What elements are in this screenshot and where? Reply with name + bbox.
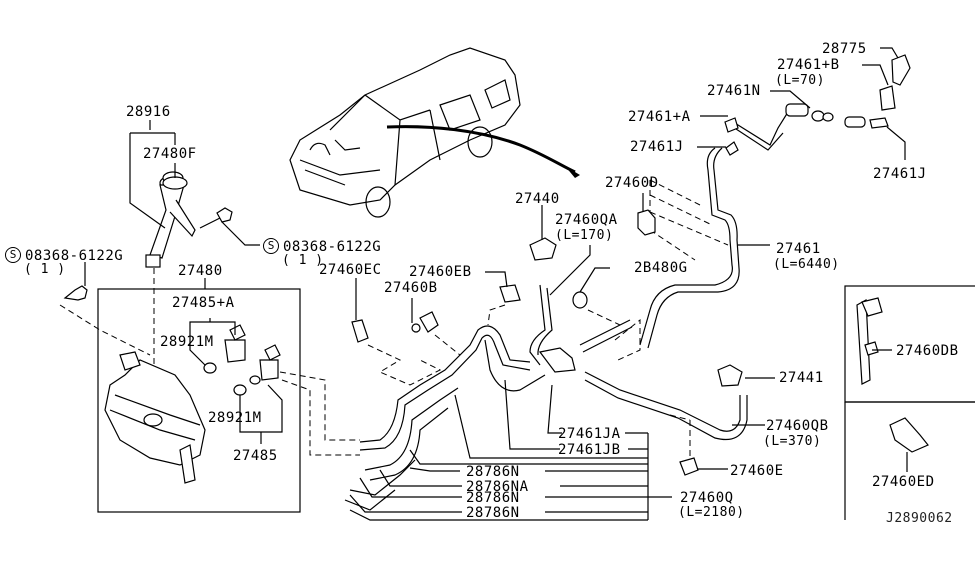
grommet-27460B-shape <box>419 311 439 333</box>
label-27461N[interactable]: 27461N <box>707 83 761 99</box>
length-27460Q: (L=2180) <box>678 505 745 520</box>
clip-27460DB-top <box>861 297 883 317</box>
label-27460B[interactable]: 27460B <box>384 280 438 296</box>
label-27485[interactable]: 27485 <box>233 448 278 464</box>
nozzle-27440-shape <box>529 237 557 261</box>
length-27460QB: (L=370) <box>763 434 822 449</box>
label-28786N-2[interactable]: 28786N <box>466 490 520 506</box>
screw-left-drawing <box>59 262 151 356</box>
grommet-2B480G-shape <box>572 291 588 309</box>
hose-bundle-drawing <box>344 284 748 511</box>
length-27460QA: (L=170) <box>555 228 614 243</box>
label-27460Q[interactable]: 27460Q <box>680 490 734 506</box>
clip-27460DB-bottom <box>864 341 879 356</box>
dash-27460EB <box>487 304 506 326</box>
label-27460E[interactable]: 27460E <box>730 463 784 479</box>
hose-27461-drawing <box>639 147 740 349</box>
dash-2B480G <box>587 309 621 326</box>
label-27441[interactable]: 27441 <box>779 370 824 386</box>
label-2B480G[interactable]: 2B480G <box>634 260 688 276</box>
length-27461-B: (L=70) <box>775 73 825 88</box>
clip-27460ED-shape <box>889 417 929 453</box>
upper-hose-assembly-drawing <box>724 54 911 156</box>
label-28786N-1[interactable]: 28786N <box>466 464 520 480</box>
vehicle-illustration <box>289 47 580 218</box>
grommet-27460B-end <box>411 323 421 333</box>
label-28775[interactable]: 28775 <box>822 41 867 57</box>
leader-28775 <box>880 47 899 59</box>
qty-08368-right: ( 1 ) <box>282 253 324 268</box>
label-27460QB[interactable]: 27460QB <box>766 418 829 434</box>
inset-frame-27460ED <box>844 401 975 520</box>
label-27461-A[interactable]: 27461+A <box>628 109 691 125</box>
label-28786NA[interactable]: 28786NA <box>466 479 529 495</box>
label-27460D[interactable]: 27460D <box>605 175 659 191</box>
screw-symbol-right-icon: S <box>263 238 279 254</box>
label-28921M-lower[interactable]: 28921M <box>208 410 262 426</box>
label-27461J-right[interactable]: 27461J <box>873 166 927 182</box>
screw-symbol-left-icon: S <box>5 247 21 263</box>
label-28786N-3[interactable]: 28786N <box>466 505 520 521</box>
leader-27460EB <box>485 271 508 288</box>
leader-28916 <box>129 120 176 229</box>
label-27461JB[interactable]: 27461JB <box>558 442 621 458</box>
label-28916[interactable]: 28916 <box>126 104 171 120</box>
diagram-id: J2890062 <box>886 511 953 526</box>
label-27460EB[interactable]: 27460EB <box>409 264 472 280</box>
clip-27460D-shape <box>637 209 656 236</box>
dash-27460B <box>434 334 461 356</box>
label-27480[interactable]: 27480 <box>178 263 223 279</box>
leader-27460QA <box>549 245 591 296</box>
leader-27485A <box>189 318 236 366</box>
pump-27485A-drawing <box>203 324 246 374</box>
label-27440[interactable]: 27440 <box>515 191 560 207</box>
label-27461-B[interactable]: 27461+B <box>777 57 840 73</box>
dashed-line-b <box>281 379 360 456</box>
label-27461J-left[interactable]: 27461J <box>630 139 684 155</box>
reservoir-group-frame <box>97 288 301 513</box>
label-27461JA[interactable]: 27461JA <box>558 426 621 442</box>
dashed-line-a <box>279 371 360 441</box>
label-27461[interactable]: 27461 <box>776 241 821 257</box>
nozzle-27441-shape <box>717 364 743 387</box>
leader-27485 <box>239 384 283 444</box>
leader-2B480G <box>579 267 610 293</box>
label-27480F[interactable]: 27480F <box>143 146 197 162</box>
dash-bracket-center <box>614 318 641 361</box>
length-27461: (L=6440) <box>773 257 840 272</box>
label-27485-A[interactable]: 27485+A <box>172 295 235 311</box>
dash-27460EC <box>367 344 442 386</box>
leader-27461N <box>770 90 811 109</box>
dash-27460E <box>669 414 691 458</box>
cap-27480F-shape <box>162 176 188 190</box>
label-27460DB[interactable]: 27460DB <box>896 343 959 359</box>
qty-08368-left: ( 1 ) <box>24 262 66 277</box>
filler-neck-drawing <box>145 171 233 268</box>
label-27460ED[interactable]: 27460ED <box>872 474 935 490</box>
label-27460EC[interactable]: 27460EC <box>319 262 382 278</box>
label-28921M-upper[interactable]: 28921M <box>160 334 214 350</box>
leader-27461J-right <box>886 126 906 160</box>
label-27460QA[interactable]: 27460QA <box>555 212 618 228</box>
leader-bracket-27460Q <box>349 379 672 521</box>
clip-27460EB-shape <box>499 284 521 303</box>
label-08368-6122G-left[interactable]: 08368-6122G <box>25 248 124 264</box>
reservoir-tank-drawing <box>104 351 206 484</box>
leader-08368-right <box>221 221 260 246</box>
leader-27461B <box>862 64 889 86</box>
clip-27460E-shape <box>679 457 699 476</box>
label-08368-6122G-right[interactable]: 08368-6122G <box>283 239 382 255</box>
clip-27460EC-shape <box>351 319 369 343</box>
